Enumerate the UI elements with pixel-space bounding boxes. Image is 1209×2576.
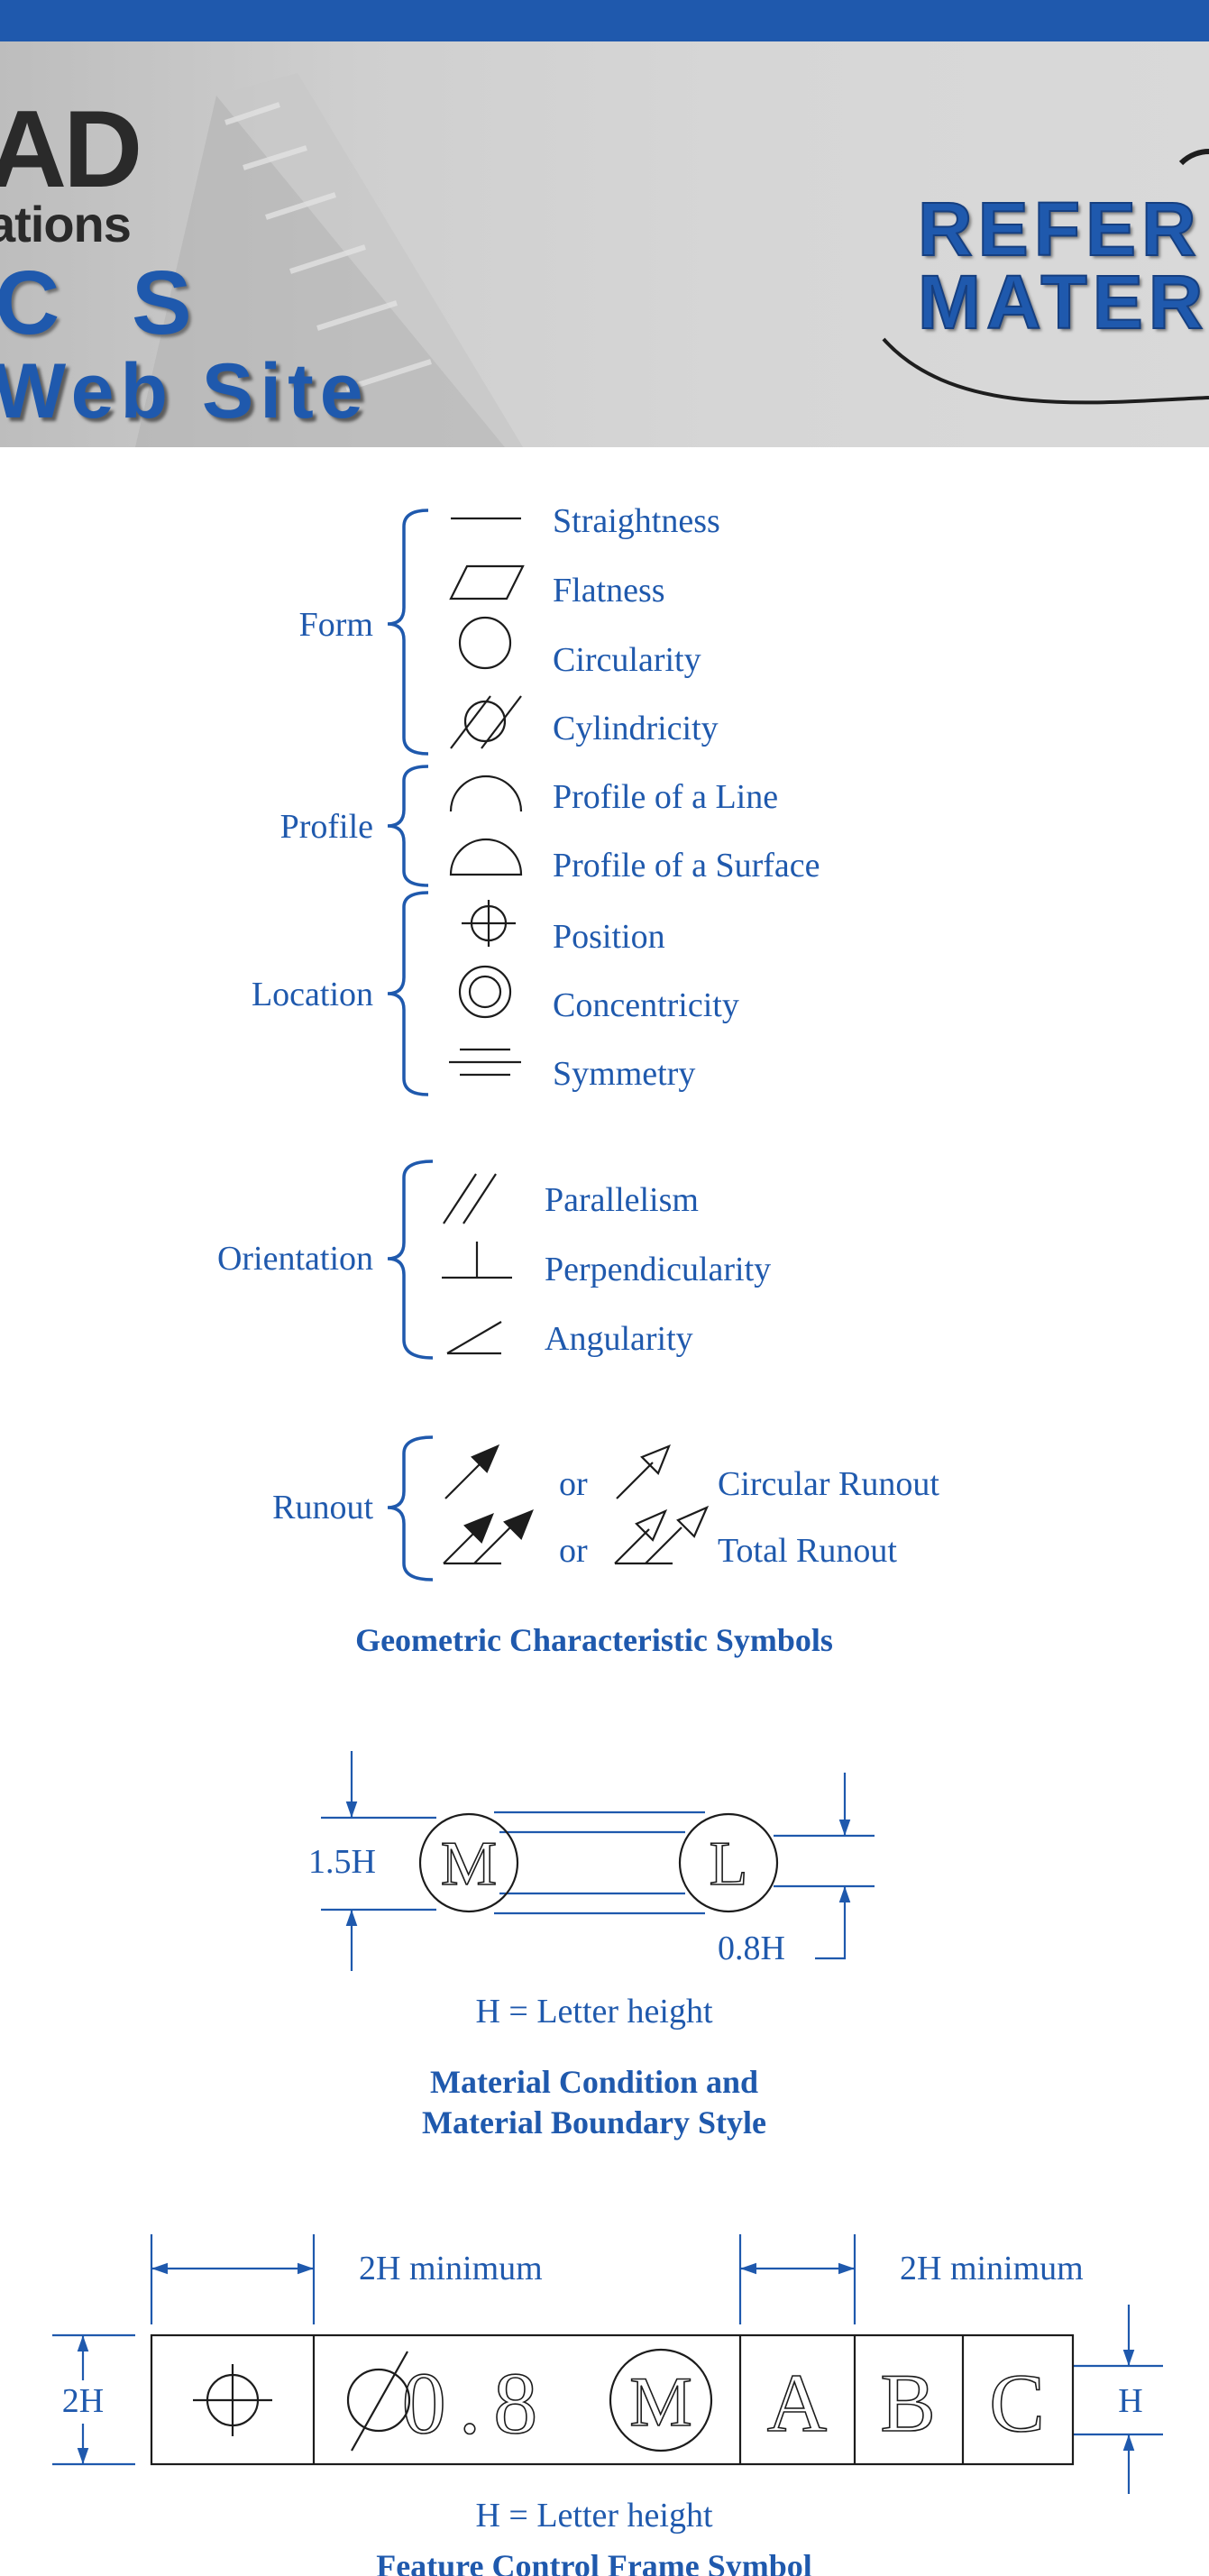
label-symmetry: Symmetry xyxy=(553,1055,695,1093)
dim-2h-height: 2H xyxy=(62,2382,104,2420)
group-label-profile: Profile xyxy=(280,808,373,846)
angularity-icon xyxy=(447,1322,501,1353)
label-or-1: or xyxy=(559,1465,588,1503)
mmc-letter: M xyxy=(441,1829,497,1899)
material-condition-diagram: M L 1.5H 0.8H H = Letter height Material… xyxy=(308,1751,875,2141)
brand-subtitle: ations xyxy=(0,199,131,250)
label-parallelism: Parallelism xyxy=(545,1181,699,1219)
brand-text: AD xyxy=(0,94,139,204)
location-brace xyxy=(388,893,428,1095)
flatness-icon xyxy=(451,566,523,599)
label-concentricity: Concentricity xyxy=(553,986,739,1024)
runout-brace xyxy=(388,1437,433,1580)
brand-line3: C S xyxy=(0,258,215,348)
group-label-runout: Runout xyxy=(272,1489,373,1526)
circular-runout-filled-icon xyxy=(445,1446,498,1499)
datum-c: C xyxy=(989,2357,1044,2449)
caption-gdt-symbols: Geometric Characteristic Symbols xyxy=(355,1622,833,1658)
note-letter-height-1: H = Letter height xyxy=(475,1993,713,2031)
circularity-icon xyxy=(460,618,510,668)
dim-2h-minimum-left: 2H minimum xyxy=(359,2250,543,2287)
brand-web-site: Web Site xyxy=(0,353,370,430)
total-runout-filled-icon xyxy=(444,1511,532,1563)
header-banner: AD ations C S Web Site REFER MATER xyxy=(0,41,1209,447)
fcf-tolerance-value: 0.8 xyxy=(402,2355,551,2452)
dim-2h-minimum-right: 2H minimum xyxy=(900,2250,1084,2287)
cylindricity-icon xyxy=(451,696,521,748)
label-profile-surface: Profile of a Surface xyxy=(553,847,820,885)
parallelism-icon xyxy=(444,1174,496,1224)
gdt-symbol-table: Form Profile Location Orientation Runout xyxy=(217,502,939,1658)
label-straightness: Straightness xyxy=(553,502,720,540)
profile-line-icon xyxy=(451,776,521,811)
group-label-form: Form xyxy=(299,606,373,644)
top-bar xyxy=(0,0,1209,41)
caption-material-condition-2: Material Boundary Style xyxy=(422,2104,766,2141)
profile-surface-icon xyxy=(451,839,521,875)
fcf-modifier-letter: M xyxy=(629,2362,692,2441)
orientation-brace xyxy=(388,1161,433,1358)
group-braces xyxy=(388,510,433,1580)
label-perpendicularity: Perpendicularity xyxy=(545,1251,771,1288)
feature-control-frame-diagram: 0.8 M A B C 2H minimum 2H minimum 2H H H… xyxy=(52,2234,1163,2576)
reference-title-line1: REFER xyxy=(918,191,1202,267)
group-label-orientation: Orientation xyxy=(217,1240,373,1278)
caption-feature-control-frame: Feature Control Frame Symbol xyxy=(376,2548,812,2576)
label-flatness: Flatness xyxy=(553,572,665,610)
total-runout-open-icon xyxy=(615,1508,707,1563)
profile-brace xyxy=(388,766,428,885)
label-total-runout: Total Runout xyxy=(718,1532,897,1570)
dim-0-8h: 0.8H xyxy=(718,1930,785,1967)
position-icon xyxy=(462,900,516,947)
perpendicularity-icon xyxy=(442,1242,512,1278)
concentricity-icon xyxy=(460,967,510,1017)
dim-h-height: H xyxy=(1118,2382,1142,2420)
circular-runout-open-icon xyxy=(617,1446,669,1499)
reference-content: Form Profile Location Orientation Runout xyxy=(0,447,1209,2576)
datum-b: B xyxy=(880,2357,935,2449)
label-position: Position xyxy=(553,918,665,956)
dim-1-5h: 1.5H xyxy=(308,1843,376,1881)
note-letter-height-2: H = Letter height xyxy=(475,2497,713,2535)
form-brace xyxy=(388,510,428,754)
fcf-position-icon xyxy=(193,2364,272,2436)
symmetry-icon xyxy=(449,1050,521,1075)
reference-title-line2: MATER xyxy=(918,264,1208,340)
label-or-2: or xyxy=(559,1532,588,1570)
label-profile-line: Profile of a Line xyxy=(553,778,778,816)
datum-a: A xyxy=(767,2357,827,2449)
label-circularity: Circularity xyxy=(553,641,701,679)
diameter-icon xyxy=(348,2351,409,2451)
label-circular-runout: Circular Runout xyxy=(718,1465,939,1503)
label-cylindricity: Cylindricity xyxy=(553,710,719,747)
lmc-letter: L xyxy=(710,1829,748,1899)
caption-material-condition-1: Material Condition and xyxy=(430,2064,758,2100)
group-label-location: Location xyxy=(252,976,373,1013)
label-angularity: Angularity xyxy=(545,1320,693,1358)
